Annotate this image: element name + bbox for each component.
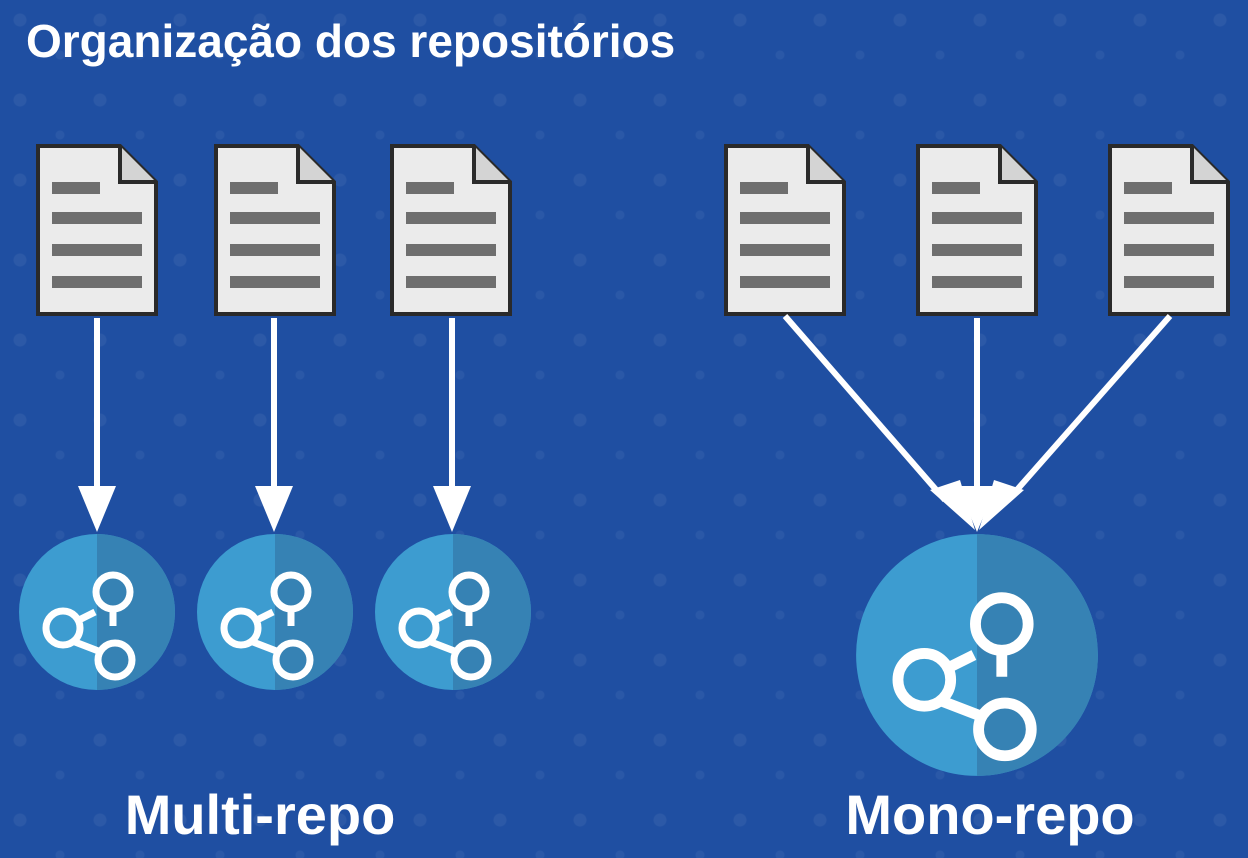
git-repo-icon — [19, 534, 175, 690]
page-title: Organização dos repositórios — [26, 15, 676, 67]
arrow — [958, 318, 996, 532]
multi-repo-label: Multi-repo — [124, 783, 396, 846]
mono-repo-label: Mono-repo — [845, 783, 1135, 846]
document-icon — [214, 144, 336, 316]
arrow — [782, 314, 975, 530]
git-repo-icon — [197, 534, 353, 690]
arrow — [78, 318, 116, 532]
document-icon — [724, 144, 846, 316]
git-repo-icon — [375, 534, 531, 690]
arrow — [979, 314, 1173, 530]
git-repo-icon — [856, 534, 1098, 776]
document-icon — [36, 144, 158, 316]
arrow — [433, 318, 471, 532]
arrow — [255, 318, 293, 532]
document-icon — [916, 144, 1038, 316]
document-icon — [390, 144, 512, 316]
document-icon — [1108, 144, 1230, 316]
